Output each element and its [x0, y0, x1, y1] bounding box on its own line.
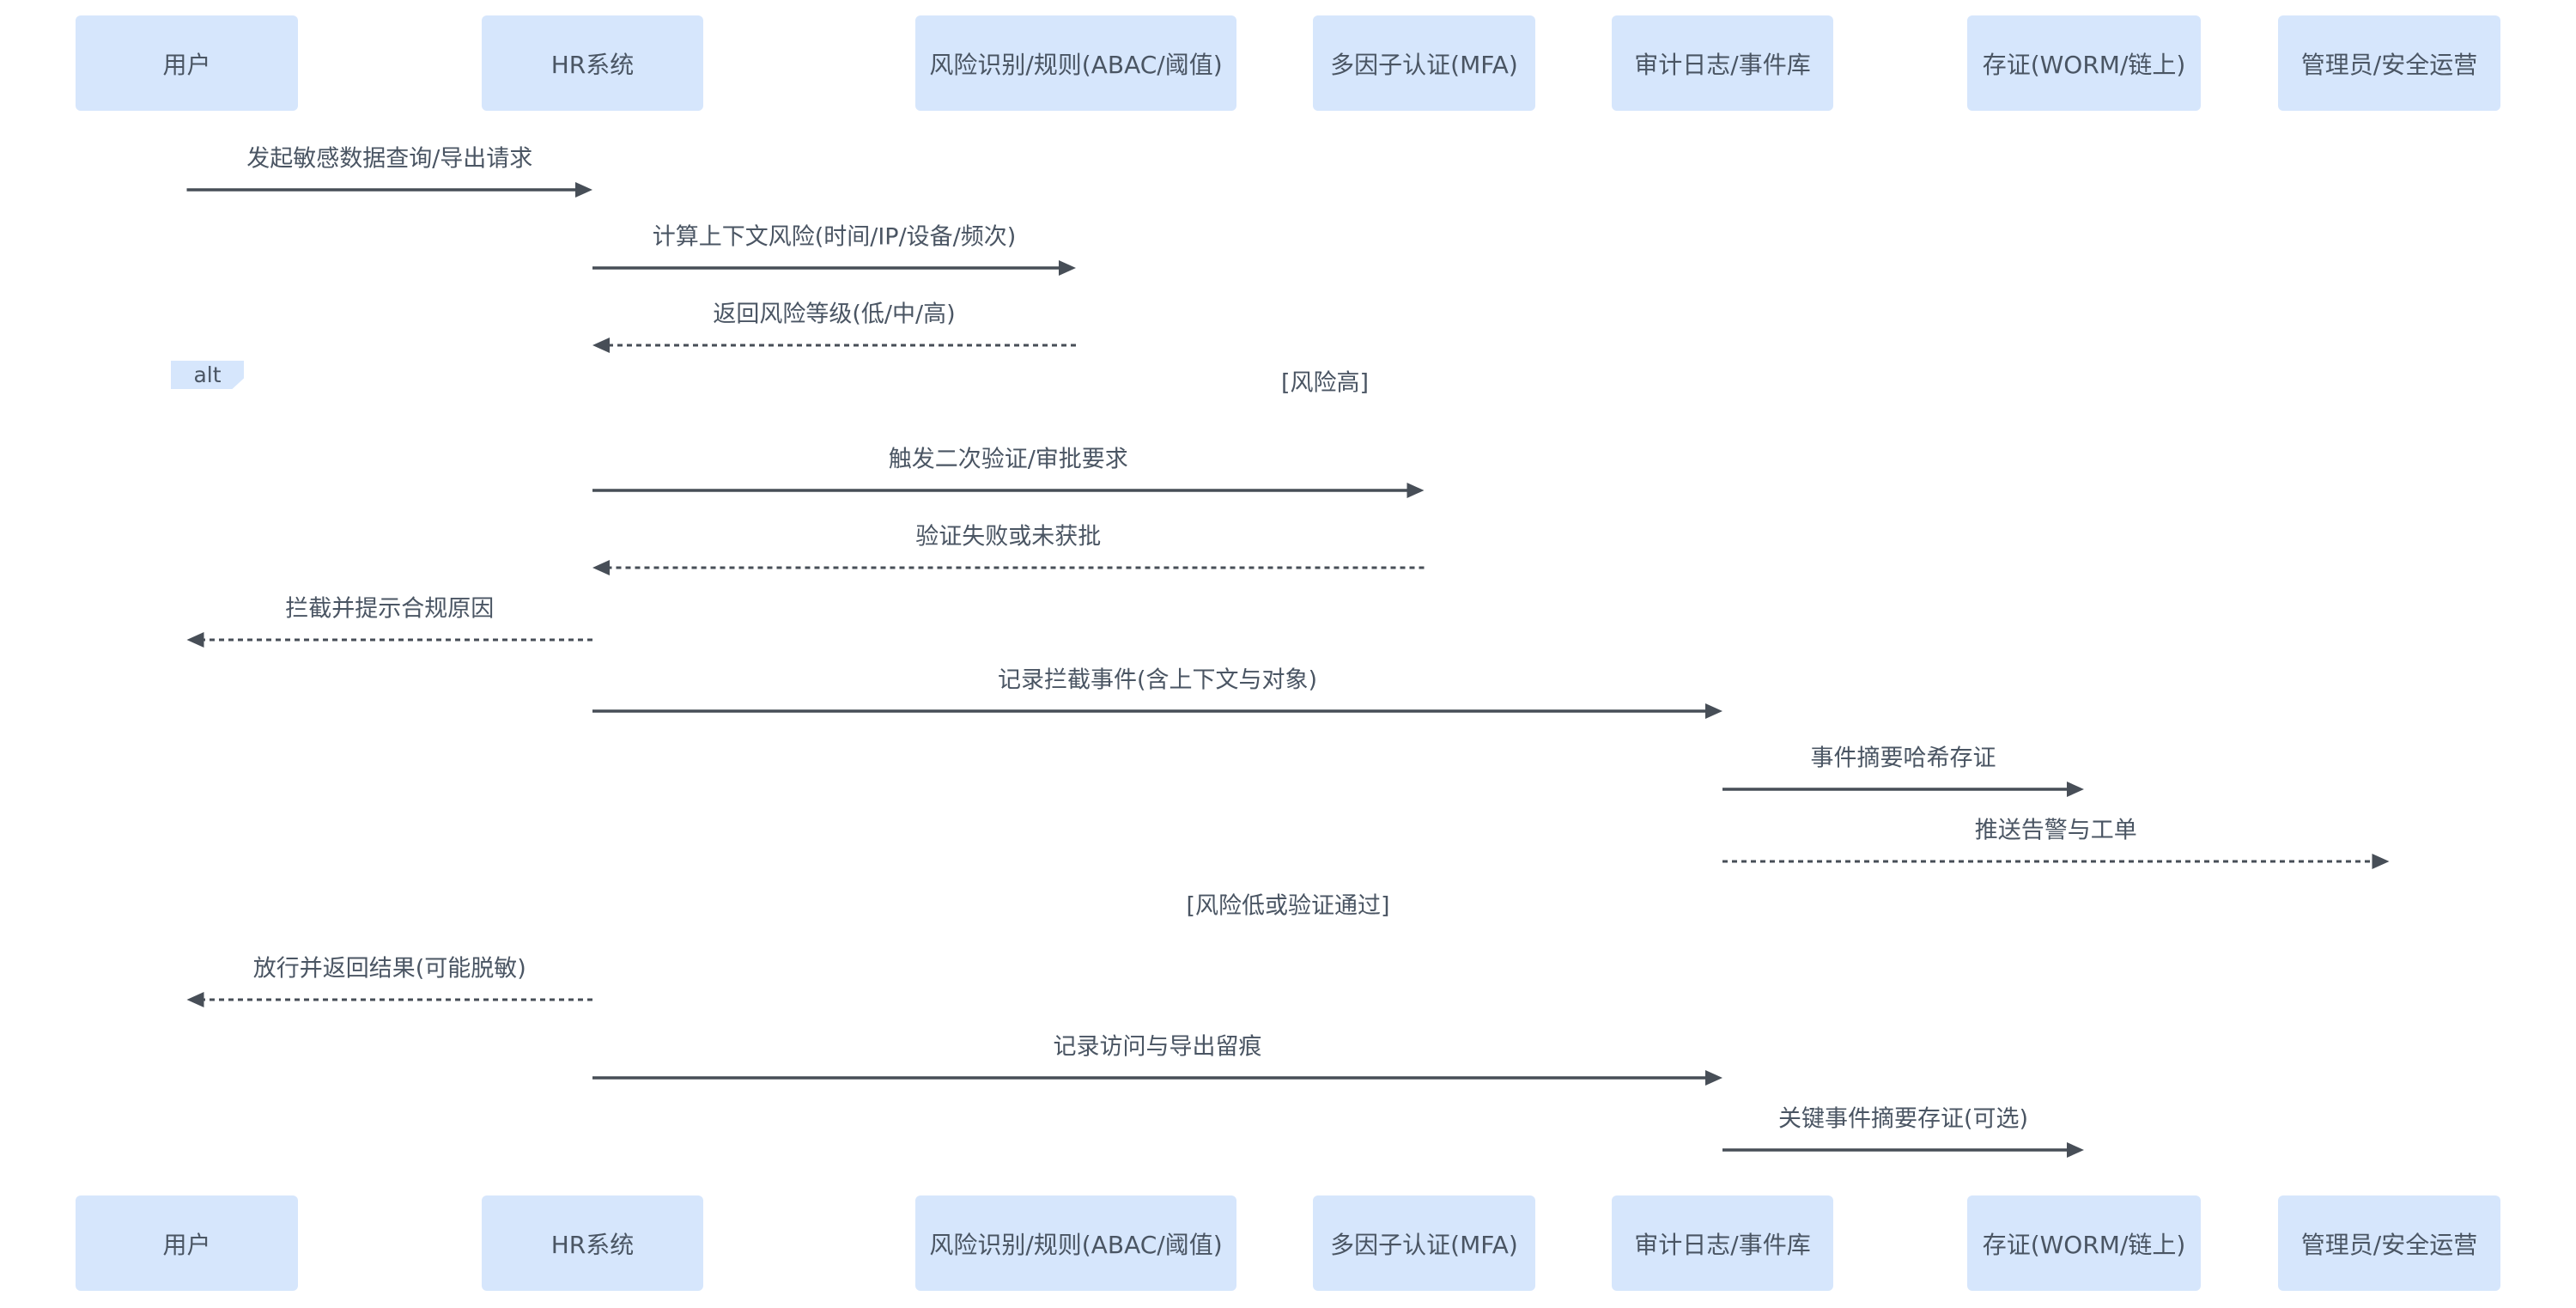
- participant-label: 风险识别/规则(ABAC/阈值): [929, 1230, 1223, 1259]
- participant-risk-bottom: 风险识别/规则(ABAC/阈值): [915, 1195, 1236, 1291]
- message-arrow: [592, 483, 1425, 498]
- participant-evidence-bottom: 存证(WORM/链上): [1967, 1195, 2201, 1291]
- participant-user-top: 用户: [76, 15, 298, 111]
- message-label: 返回风险等级(低/中/高): [713, 301, 956, 328]
- participant-hr-bottom: HR系统: [482, 1195, 703, 1291]
- participant-hr-top: HR系统: [482, 15, 703, 111]
- message-arrow: [592, 260, 1076, 276]
- message-label: 发起敏感数据查询/导出请求: [246, 145, 533, 173]
- message-label: 事件摘要哈希存证: [1810, 745, 1996, 772]
- message-arrow: [592, 703, 1722, 719]
- arrowhead-icon: [592, 338, 610, 353]
- arrowhead-icon: [592, 560, 610, 575]
- message-arrow: [186, 632, 592, 648]
- participant-label: 存证(WORM/链上): [1982, 1230, 2186, 1259]
- message-label: 触发二次验证/审批要求: [888, 446, 1128, 473]
- participant-label: 存证(WORM/链上): [1982, 50, 2186, 79]
- message-arrow: [592, 1070, 1722, 1086]
- participant-admin-bottom: 管理员/安全运营: [2278, 1195, 2500, 1291]
- arrowhead-icon: [1406, 483, 1425, 498]
- message-label: 验证失败或未获批: [915, 523, 1102, 551]
- participant-mfa-top: 多因子认证(MFA): [1313, 15, 1535, 111]
- alt-fragment-label: alt: [171, 361, 244, 389]
- participant-audit-top: 审计日志/事件库: [1612, 15, 1833, 111]
- participant-label: 管理员/安全运营: [2300, 1230, 2478, 1259]
- message-label: 关键事件摘要存证(可选): [1777, 1105, 2029, 1133]
- alt-condition-high-risk: [风险高]: [1280, 369, 1370, 397]
- arrowhead-icon: [575, 182, 592, 198]
- participant-mfa-bottom: 多因子认证(MFA): [1313, 1195, 1535, 1291]
- participant-label: 审计日志/事件库: [1634, 50, 1811, 79]
- arrowhead-icon: [1059, 260, 1076, 276]
- message-label: 放行并返回结果(可能脱敏): [252, 955, 526, 983]
- participant-label: HR系统: [550, 50, 635, 79]
- arrowhead-icon: [2067, 1142, 2084, 1158]
- participant-user-bottom: 用户: [76, 1195, 298, 1291]
- participant-label: HR系统: [550, 1230, 635, 1259]
- participant-label: 审计日志/事件库: [1634, 1230, 1811, 1259]
- alt-fragment-keyword: alt: [193, 362, 222, 387]
- message-arrow: [186, 182, 592, 198]
- arrowhead-icon: [2372, 854, 2390, 869]
- message-arrow: [592, 338, 1076, 353]
- arrowhead-icon: [1705, 703, 1722, 719]
- message-arrow: [592, 560, 1425, 575]
- participant-risk-top: 风险识别/规则(ABAC/阈值): [915, 15, 1236, 111]
- arrowhead-icon: [1705, 1070, 1722, 1086]
- arrowhead-icon: [186, 632, 204, 648]
- participant-label: 用户: [162, 50, 211, 79]
- participant-label: 风险识别/规则(ABAC/阈值): [929, 50, 1223, 79]
- participant-audit-bottom: 审计日志/事件库: [1612, 1195, 1833, 1291]
- participant-label: 多因子认证(MFA): [1330, 50, 1518, 79]
- participant-label: 管理员/安全运营: [2300, 50, 2478, 79]
- arrowhead-icon: [2067, 782, 2084, 797]
- message-label: 计算上下文风险(时间/IP/设备/频次): [652, 223, 1017, 251]
- message-label: 拦截并提示合规原因: [285, 595, 495, 623]
- message-label: 推送告警与工单: [1974, 817, 2137, 844]
- message-arrow: [1722, 782, 2084, 797]
- message-label: 记录访问与导出留痕: [1053, 1033, 1262, 1061]
- participant-label: 多因子认证(MFA): [1330, 1230, 1518, 1259]
- message-arrow: [1722, 1142, 2084, 1158]
- alt-condition-low-risk: [风险低或验证通过]: [1186, 892, 1390, 920]
- participant-evidence-top: 存证(WORM/链上): [1967, 15, 2201, 111]
- arrowhead-icon: [186, 992, 204, 1007]
- message-arrow: [186, 992, 592, 1007]
- participant-admin-top: 管理员/安全运营: [2278, 15, 2500, 111]
- message-arrow: [1722, 854, 2390, 869]
- participant-label: 用户: [162, 1230, 211, 1259]
- message-label: 记录拦截事件(含上下文与对象): [997, 666, 1318, 694]
